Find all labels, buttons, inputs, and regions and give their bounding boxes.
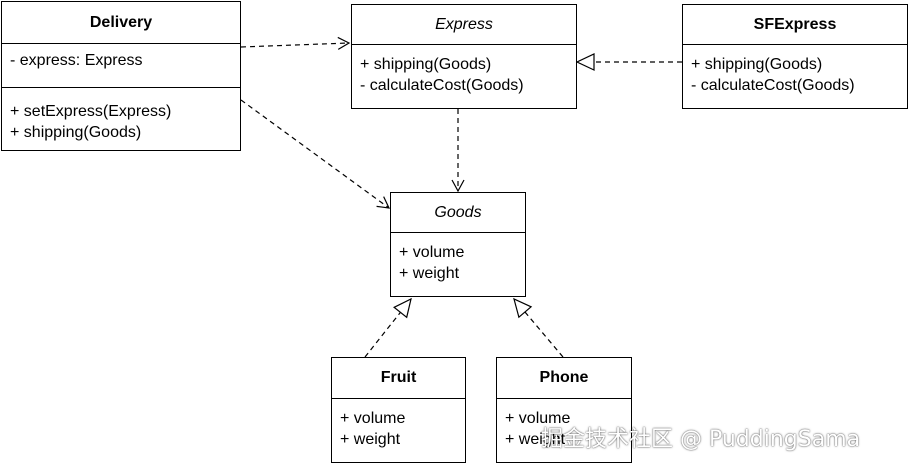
realization-fruit-goods	[364, 297, 412, 358]
attribute: + volume	[340, 410, 406, 427]
class-express: Express + shipping(Goods) - calculateCos…	[351, 4, 577, 109]
attribute: - express: Express	[10, 52, 143, 69]
attribute: + weight	[340, 431, 401, 448]
class-name: Delivery	[2, 2, 240, 44]
class-phone: Phone + volume + weight	[496, 357, 632, 463]
attribute: + volume	[505, 410, 571, 427]
class-name: Fruit	[332, 358, 465, 399]
method: + shipping(Goods)	[691, 56, 823, 73]
method-section: + shipping(Goods) - calculateCost(Goods)	[683, 45, 907, 102]
class-name: Goods	[391, 193, 525, 233]
attribute-section: + volume + weight	[332, 399, 465, 456]
class-delivery: Delivery - express: Express + setExpress…	[1, 1, 241, 151]
method: + setExpress(Express)	[10, 103, 172, 120]
class-goods: Goods + volume + weight	[390, 192, 526, 297]
attribute-section: + volume + weight	[497, 399, 631, 456]
attribute-section: - express: Express	[2, 44, 240, 87]
method: + shipping(Goods)	[10, 124, 142, 141]
class-name: SFExpress	[683, 5, 907, 45]
dependency-delivery-goods	[240, 99, 391, 209]
attribute: + weight	[399, 265, 460, 282]
class-fruit: Fruit + volume + weight	[331, 357, 466, 463]
realization-phone-goods	[513, 297, 564, 358]
class-name: Express	[352, 5, 576, 45]
method: + shipping(Goods)	[360, 56, 492, 73]
class-name: Phone	[497, 358, 631, 399]
watermark: 掘金技术社区 @ PuddingSama	[541, 427, 861, 452]
method: - calculateCost(Goods)	[691, 77, 855, 94]
class-sfexpress: SFExpress + shipping(Goods) - calculateC…	[682, 4, 908, 109]
method-section: + setExpress(Express) + shipping(Goods)	[2, 87, 240, 149]
attribute-section: + volume + weight	[391, 233, 525, 290]
method-section: + shipping(Goods) - calculateCost(Goods)	[352, 45, 576, 102]
dependency-delivery-express	[240, 36, 351, 50]
method: - calculateCost(Goods)	[360, 77, 524, 94]
attribute: + weight	[505, 431, 566, 448]
attribute: + volume	[399, 244, 465, 261]
